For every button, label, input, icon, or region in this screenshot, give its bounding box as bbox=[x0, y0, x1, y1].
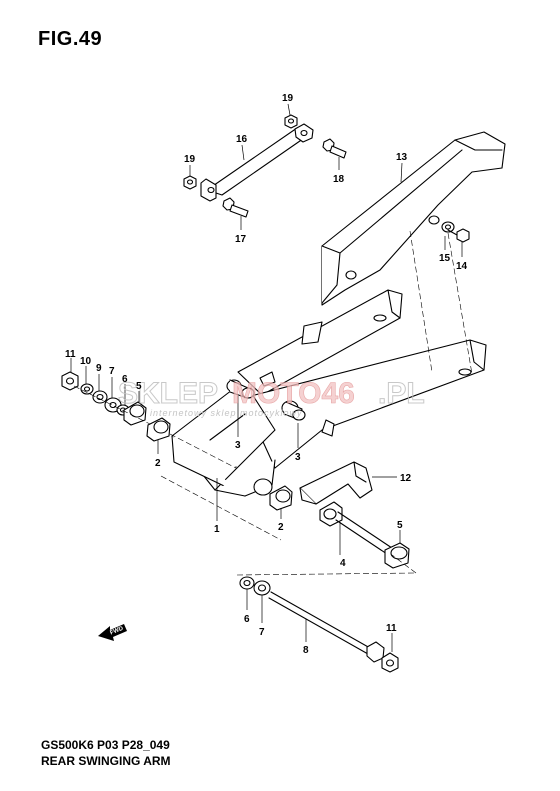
washer-part-7-lower bbox=[253, 580, 271, 596]
leader-lines bbox=[70, 103, 463, 652]
callout-labels: 19 16 19 18 17 13 15 14 11 10 9 7 6 5 3 … bbox=[65, 93, 468, 656]
callout-11-lower: 11 bbox=[386, 623, 397, 634]
callout-10: 10 bbox=[80, 356, 92, 367]
washer-part-9 bbox=[92, 390, 108, 404]
swingarm-part-1 bbox=[171, 289, 487, 497]
spacer-part-2-left bbox=[146, 417, 171, 442]
model-code: GS500K6 P03 P28_049 bbox=[41, 738, 170, 752]
figure-title: FIG.49 bbox=[38, 28, 103, 50]
callout-11-upper: 11 bbox=[65, 349, 76, 360]
callout-4: 4 bbox=[340, 558, 346, 569]
svg-text:.PL: .PL bbox=[378, 377, 425, 410]
nut-part-11-lower bbox=[381, 652, 399, 673]
alignment-lines bbox=[73, 230, 473, 576]
chain-case-part-13 bbox=[321, 131, 506, 306]
spacer-part-5-right bbox=[384, 542, 410, 569]
callout-18: 18 bbox=[333, 174, 345, 185]
washer-part-15 bbox=[441, 221, 455, 233]
washer-part-10 bbox=[80, 383, 94, 395]
svg-text:internetowy sklep motocyklowy: internetowy sklep motocyklowy bbox=[150, 408, 303, 418]
callout-19-lower: 19 bbox=[184, 154, 196, 165]
callout-13: 13 bbox=[396, 152, 408, 163]
callout-12: 12 bbox=[400, 473, 412, 484]
group-name: REAR SWINGING ARM bbox=[41, 754, 171, 768]
callout-17: 17 bbox=[235, 234, 247, 245]
svg-text:FWD: FWD bbox=[109, 626, 125, 637]
nut-part-19-upper bbox=[284, 114, 298, 129]
callout-7-left: 7 bbox=[109, 366, 115, 377]
callout-7-lower: 7 bbox=[259, 627, 265, 638]
bolt-part-17 bbox=[222, 197, 249, 218]
spacer-part-2-right bbox=[269, 485, 293, 511]
forward-arrow-icon: FWD bbox=[98, 624, 127, 641]
callout-19-upper: 19 bbox=[282, 93, 294, 104]
callout-9: 9 bbox=[96, 363, 102, 374]
nut-part-11-upper bbox=[61, 371, 79, 391]
svg-text:MOTO46: MOTO46 bbox=[232, 377, 355, 410]
callout-15: 15 bbox=[439, 253, 451, 264]
callout-3-right: 3 bbox=[295, 452, 301, 463]
torque-link-part-16 bbox=[200, 123, 314, 202]
callout-16: 16 bbox=[236, 134, 248, 145]
bearing-part-3-left bbox=[226, 379, 255, 399]
callout-2-left: 2 bbox=[155, 458, 161, 469]
callout-5-left: 5 bbox=[136, 381, 142, 392]
callout-1: 1 bbox=[214, 524, 220, 535]
callout-2-right: 2 bbox=[278, 522, 284, 533]
callout-5-right: 5 bbox=[397, 520, 403, 531]
callout-14: 14 bbox=[456, 261, 468, 272]
chain-buffer-part-12 bbox=[299, 461, 373, 505]
bolt-part-18 bbox=[322, 138, 347, 159]
watermark: SKLEP MOTO46 .PL internetowy sklep motoc… bbox=[118, 377, 426, 419]
pivot-shaft-part-4 bbox=[319, 501, 393, 557]
collar-part-6-lower bbox=[239, 576, 255, 590]
callout-8: 8 bbox=[303, 645, 309, 656]
callout-3-left: 3 bbox=[235, 440, 241, 451]
bolt-part-14 bbox=[447, 228, 470, 243]
callout-6-left: 6 bbox=[122, 374, 128, 385]
svg-text:SKLEP: SKLEP bbox=[118, 377, 218, 410]
axle-part-8 bbox=[268, 591, 385, 663]
callout-6-lower: 6 bbox=[244, 614, 250, 625]
bearing-part-3-right bbox=[281, 400, 306, 421]
nut-part-19-lower bbox=[183, 175, 197, 190]
